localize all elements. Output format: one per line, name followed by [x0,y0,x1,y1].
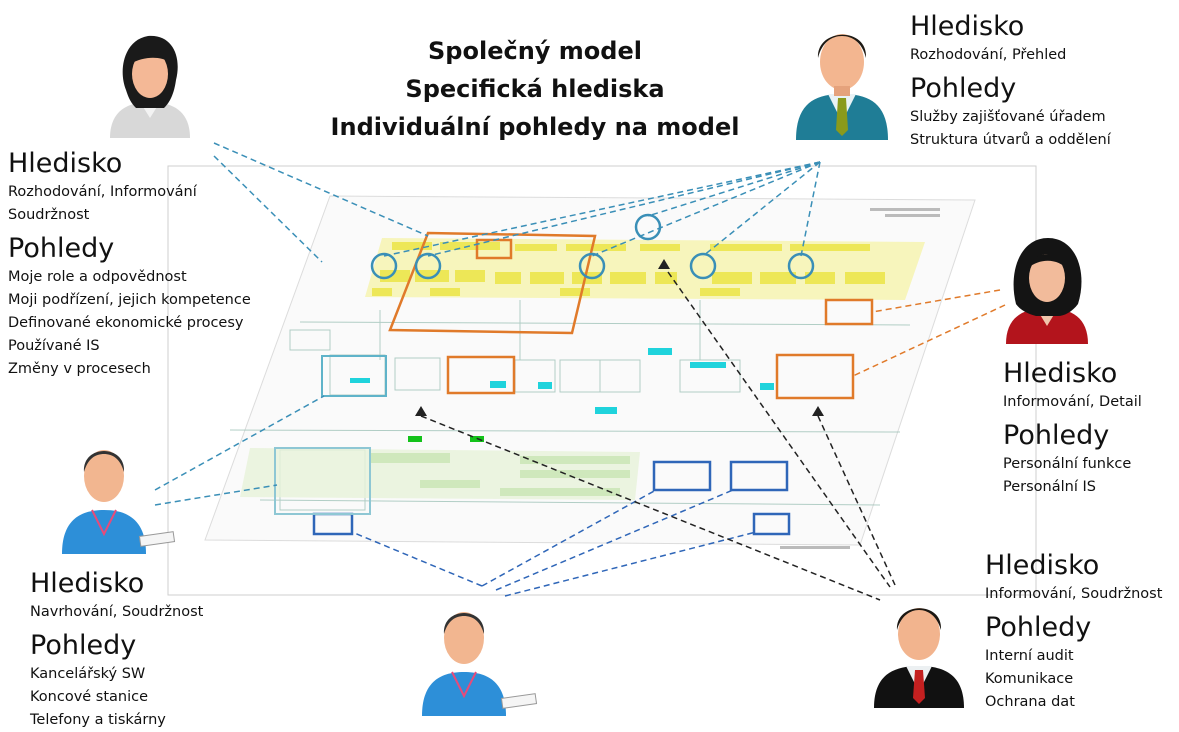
pohledy-heading: Pohledy [910,73,1017,104]
hledisko-item: Informování, Soudržnost [985,586,1163,602]
pohled-item: Personální IS [1003,479,1096,495]
teal-circle-markers [370,213,815,280]
woman-red-avatar-icon [1006,238,1088,344]
stakeholder-block-top-right: Hledisko Rozhodování, Přehled Pohledy Sl… [910,10,1111,152]
pohled-item: Definované ekonomické procesy [8,315,244,331]
orange-dashed-connectors [852,289,1006,377]
hledisko-item: Navrhování, Soudržnost [30,604,204,620]
it-worker-bottom-avatar-icon [422,612,538,716]
pohled-item: Koncové stanice [30,689,149,705]
businessman-teal-avatar-icon [796,34,888,140]
pohledy-heading: Pohledy [30,630,137,661]
pohled-item: Kancelářský SW [30,666,146,682]
stakeholder-block-bottom-left: Hledisko Navrhování, Soudržnost Pohledy … [30,567,203,732]
teal-dashed-connectors [154,142,821,506]
pohled-item: Ochrana dat [985,694,1075,710]
hledisko-heading: Hledisko [30,568,145,599]
it-worker-left-avatar-icon [62,450,176,554]
title-line-1: Společný model [428,37,642,65]
stakeholder-block-top-left: Hledisko Rozhodování, Informování Soudrž… [8,147,251,381]
businessman-black-avatar-icon [874,608,964,708]
hledisko-item: Informování, Detail [1003,394,1142,410]
hledisko-heading: Hledisko [1003,358,1118,389]
pohledy-heading: Pohledy [1003,420,1110,451]
pohled-item: Struktura útvarů a oddělení [910,132,1111,148]
hledisko-heading: Hledisko [8,148,123,179]
pohled-item: Služby zajišťované úřadem [910,109,1106,125]
model-frame [167,165,1037,596]
pohled-item: Komunikace [985,671,1074,687]
hledisko-heading: Hledisko [910,11,1025,42]
enterprise-model-sheet [204,195,976,549]
pohled-item: Používané IS [8,338,100,354]
pohled-item: Moje role a odpovědnost [8,269,187,285]
pohled-item: Personální funkce [1003,456,1132,472]
stakeholder-block-right: Hledisko Informování, Detail Pohledy Per… [1003,357,1142,499]
teal-highlight-box [321,355,387,397]
pohled-item: Telefony a tiskárny [30,712,166,728]
pohled-item: Moji podřízení, jejich kompetence [8,292,251,308]
stakeholder-block-bottom-right: Hledisko Informování, Soudržnost Pohledy… [985,549,1162,714]
pohled-item: Změny v procesech [8,361,151,377]
black-dashed-connectors [420,271,896,601]
pohled-item: Interní audit [985,648,1074,664]
title-line-3: Individuální pohledy na model [330,113,740,141]
hledisko-item: Rozhodování, Přehled [910,47,1067,63]
hledisko-item: Rozhodování, Informování [8,184,197,200]
title-line-2: Specifická hlediska [405,75,665,103]
woman-gray-avatar-icon [110,35,190,138]
pohledy-heading: Pohledy [8,233,115,264]
teal-highlight-box-2 [274,447,371,515]
warning-triangle-icons [415,259,824,416]
blue-dashed-connectors [351,489,757,597]
diagram-title: Společný model Specifická hlediska Indiv… [300,32,770,146]
pohledy-heading: Pohledy [985,612,1092,643]
orange-highlights [388,231,874,400]
hledisko-heading: Hledisko [985,550,1100,581]
hledisko-item: Soudržnost [8,207,90,223]
